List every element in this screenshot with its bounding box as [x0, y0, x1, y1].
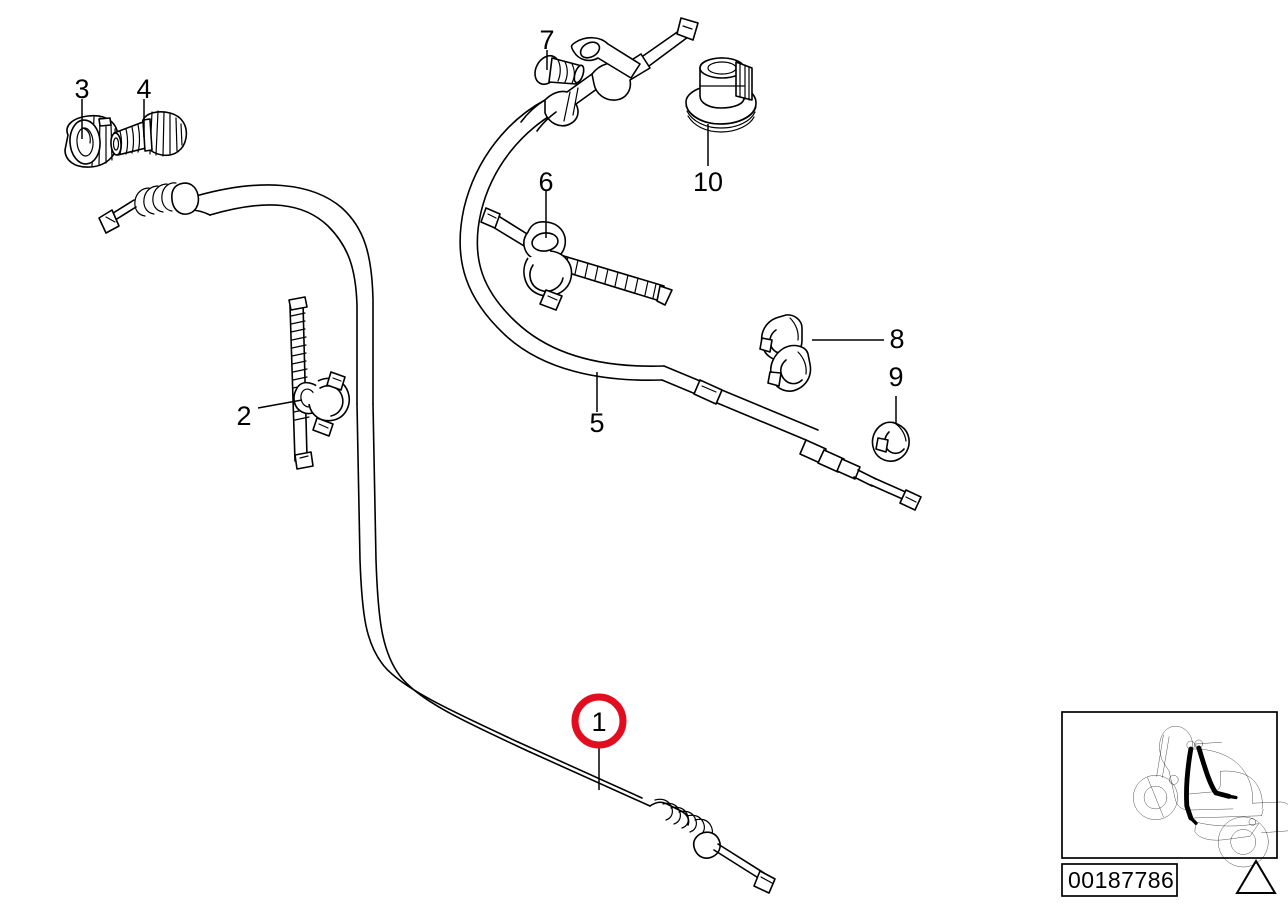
callout-number-9[interactable]: 9: [888, 362, 903, 392]
part-1-bowden-cable-main: [98, 182, 776, 894]
part-8-cable-clip-large: [759, 314, 812, 392]
callout-number-1[interactable]: 1: [591, 707, 606, 737]
callout-number-2[interactable]: 2: [236, 401, 251, 431]
part-3-knurled-lock-nut: [64, 114, 119, 168]
callout-number-3[interactable]: 3: [74, 74, 89, 104]
part-5-bowden-cable-secondary: [459, 17, 922, 511]
callout-highlight-ring-1[interactable]: [571, 693, 627, 749]
leader-lines: [81, 50, 897, 790]
callout-number-4[interactable]: 4: [136, 74, 151, 104]
part-7-fillister-head-bolt: [534, 54, 585, 86]
scooter-illustration: [1133, 725, 1288, 868]
part-4-adjusting-screw: [110, 110, 188, 157]
part-number-text: 00187786: [1068, 867, 1174, 893]
triangle-icon: [1235, 859, 1277, 894]
part-2-cable-tie-vertical: [288, 296, 350, 470]
part-9-cable-clip-small: [871, 421, 910, 462]
thumbnail-frame: [1061, 711, 1278, 859]
callout-number-7[interactable]: 7: [539, 25, 554, 55]
leader-2: [257, 399, 303, 409]
callout-number-6[interactable]: 6: [538, 167, 553, 197]
part-number-frame: [1061, 863, 1178, 897]
callout-number-10[interactable]: 10: [693, 167, 723, 197]
callout-number-8[interactable]: 8: [889, 324, 904, 354]
part-6-cable-tie-clamp: [480, 207, 673, 311]
callout-number-5[interactable]: 5: [589, 408, 604, 438]
vehicle-thumbnail-panel: 00187786: [1061, 711, 1288, 897]
part-10-rubber-grommet: [685, 57, 757, 133]
